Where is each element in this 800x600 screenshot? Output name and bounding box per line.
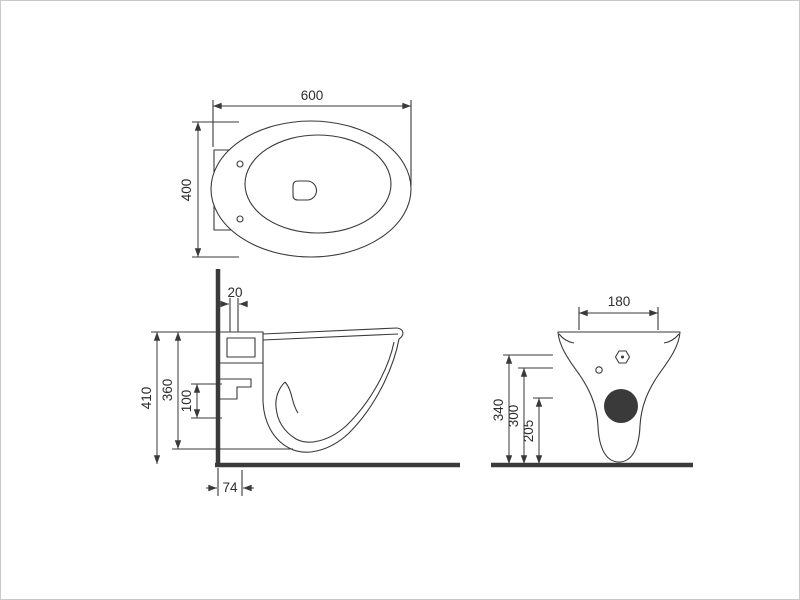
outlet-hole [604,389,638,423]
dim-wall-offset: 74 [206,468,254,496]
dim-outlet-height: 205 [521,397,553,464]
dim-label-front-width: 180 [608,294,631,309]
trap-profile [284,381,299,414]
dim-label-bowl-height: 360 [160,379,175,402]
dim-hole-height: 300 [506,367,553,464]
mounting-box-outline [220,331,264,364]
dim-trap-height: 100 [179,383,222,419]
dim-inlet-height: 340 [491,354,553,464]
seat-line-top [262,327,398,335]
fixing-screw-bottom [236,215,244,223]
bowl-outer-outline [210,120,412,258]
inlet-hex-center [621,355,624,359]
fixing-screw-top [236,160,244,168]
dim-label-top-depth: 400 [179,179,194,202]
bowl-inner-profile [275,341,395,443]
dim-label-bracket: 20 [227,285,242,300]
dim-label-inlet-height: 340 [491,399,506,422]
bowl-inner-rim [244,134,392,234]
side-view: 20 410 360 100 [139,269,460,496]
dim-total-height: 410 [139,331,220,464]
dim-label-wall-offset: 74 [222,480,238,495]
bowl-outer-profile [262,338,400,453]
seat-line-bottom [262,333,399,341]
dim-label-trap-height: 100 [179,390,194,413]
fixing-hole [595,366,603,374]
front-view: 180 340 300 205 [491,294,693,468]
inlet-hex-bolt [614,350,631,364]
dim-bracket-thickness: 20 [220,285,248,332]
top-view: 600 400 [179,88,412,258]
dim-label-outlet-height: 205 [521,420,536,443]
drain-outline [292,180,318,201]
dim-label-hole-height: 300 [506,405,521,428]
mounting-box-inner [226,337,256,358]
dim-top-width: 600 [212,88,412,186]
dim-label-top-width: 600 [301,88,324,103]
dim-front-width: 180 [578,294,659,330]
body-outline [557,331,681,463]
dim-bowl-height: 360 [160,332,293,450]
rim-flare-left [558,333,575,344]
rim-flare-right [663,333,680,344]
wall-hook-profile [220,378,252,400]
rim-tip [396,327,404,340]
dim-top-depth: 400 [179,121,239,258]
dim-label-total-height: 410 [139,387,154,410]
